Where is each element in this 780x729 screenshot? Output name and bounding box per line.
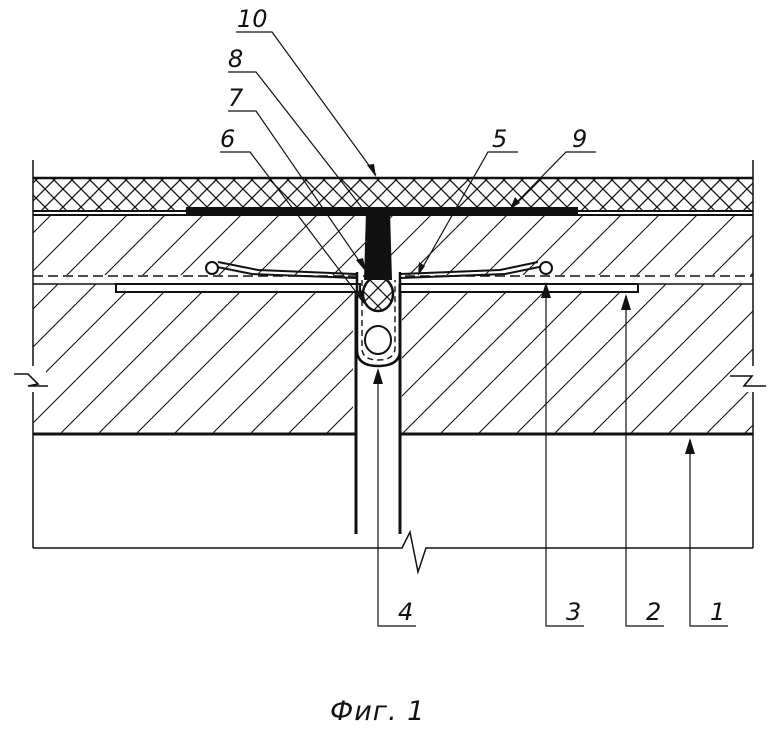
callout-8: 8 — [228, 45, 243, 73]
top-cover-layer — [33, 176, 753, 212]
callout-10: 10 — [237, 5, 268, 33]
joint-sealant — [364, 211, 392, 280]
callout-5: 5 — [492, 125, 507, 153]
frame-lines — [32, 160, 754, 575]
callout-4: 4 — [398, 598, 413, 626]
leader-lines-bottom — [373, 282, 728, 627]
leader-lines-top — [220, 31, 596, 304]
callout-6: 6 — [220, 125, 235, 153]
break-marks — [14, 366, 766, 392]
figure-caption: Фиг. 1 — [330, 696, 425, 727]
callout-labels: 10 8 7 6 5 9 4 3 2 1 — [220, 5, 725, 626]
flexible-flaps — [205, 261, 553, 279]
callout-9: 9 — [572, 125, 587, 153]
callout-2: 2 — [646, 598, 661, 626]
screed-layer — [33, 214, 753, 275]
u-profile — [355, 272, 402, 368]
callout-3: 3 — [566, 598, 581, 626]
callout-7: 7 — [228, 84, 244, 112]
callout-1: 1 — [710, 598, 725, 626]
sealing-cord — [361, 275, 395, 313]
